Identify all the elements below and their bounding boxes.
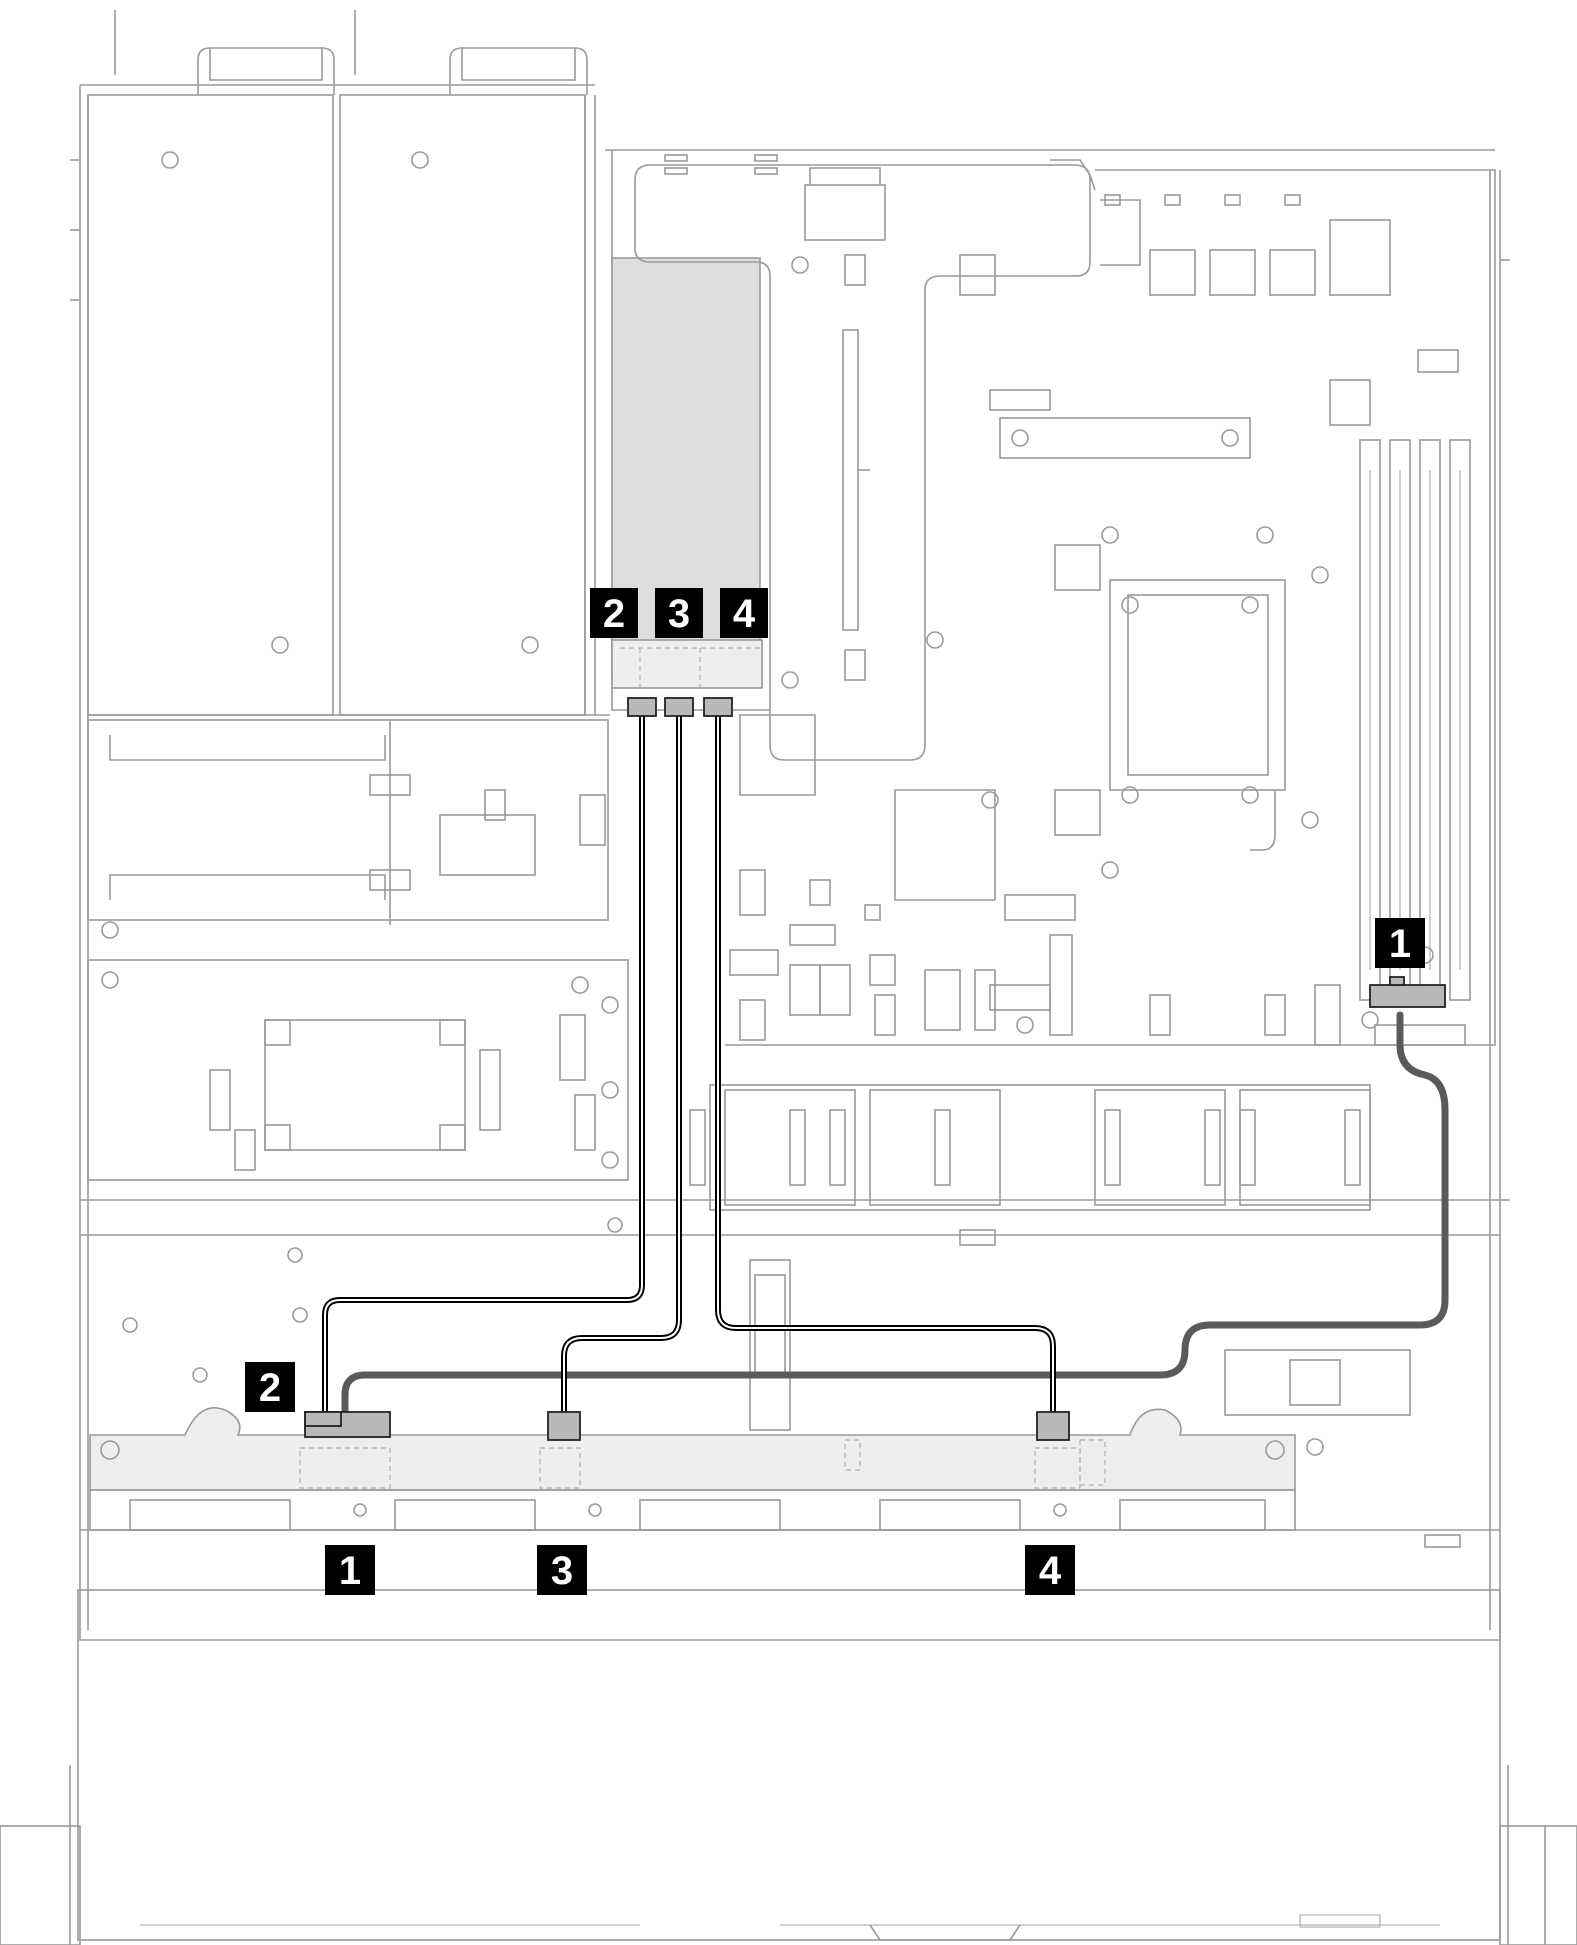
callout-riser-4: 4 <box>720 588 768 638</box>
callout-board-1: 1 <box>1375 918 1425 968</box>
svg-text:2: 2 <box>603 592 625 636</box>
svg-text:3: 3 <box>551 1549 573 1593</box>
riser-connector-4 <box>703 697 733 717</box>
signal-cable-4 <box>715 712 1056 1423</box>
riser-connector-2 <box>627 697 657 717</box>
svg-text:4: 4 <box>733 592 756 636</box>
callout-riser-2: 2 <box>590 588 638 638</box>
riser-connector-3 <box>664 697 694 717</box>
svg-text:3: 3 <box>668 592 690 636</box>
system-board <box>725 169 1496 1046</box>
left-module-top <box>87 719 609 939</box>
signal-cable-3 <box>561 712 682 1423</box>
backplane-connector-4 <box>1036 1411 1070 1441</box>
left-module-bottom <box>87 959 629 1181</box>
drive-backplane <box>89 1407 1324 1531</box>
connectors <box>304 697 1446 1441</box>
callout-front-3: 3 <box>537 1545 587 1595</box>
board-power-connector-1 <box>1369 984 1446 1008</box>
svg-text:1: 1 <box>339 1549 361 1593</box>
svg-text:2: 2 <box>259 1366 281 1410</box>
callout-backplane-2: 2 <box>245 1362 295 1412</box>
callout-front-4: 4 <box>1025 1545 1075 1595</box>
callout-riser-3: 3 <box>655 588 703 638</box>
riser-cage <box>605 149 1495 761</box>
front-area <box>122 1217 1461 1548</box>
power-supply-1 <box>80 10 340 716</box>
svg-text:4: 4 <box>1039 1549 1062 1593</box>
callout-front-1: 1 <box>325 1545 375 1595</box>
power-cable <box>341 1011 1449 1424</box>
backplane-connector-3 <box>547 1411 581 1441</box>
cables <box>322 712 1449 1424</box>
power-supply-2 <box>339 10 596 716</box>
signal-cable-2 <box>322 712 645 1423</box>
svg-text:1: 1 <box>1389 922 1411 966</box>
